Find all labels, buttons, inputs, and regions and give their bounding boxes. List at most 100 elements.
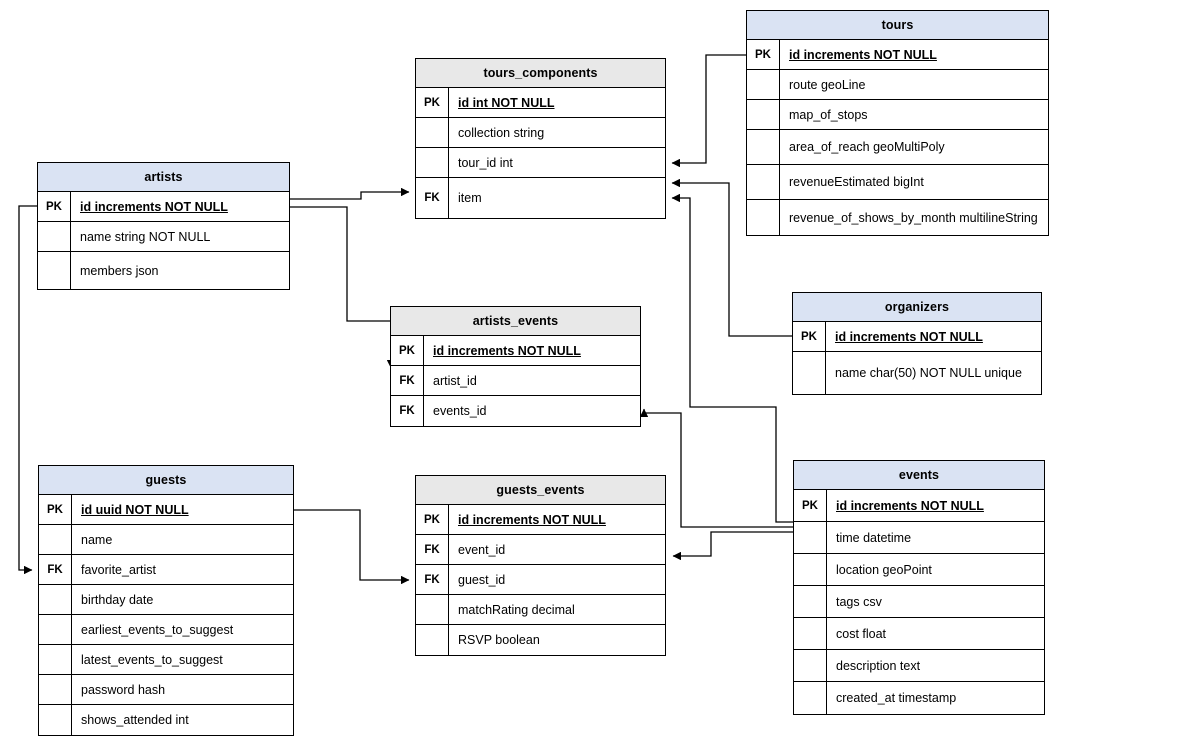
row-field: artist_id: [433, 373, 477, 388]
table-row[interactable]: RSVP boolean: [416, 625, 665, 655]
entity-tours-components[interactable]: tours_components PK id int NOT NULL coll…: [415, 58, 666, 219]
edge-artists-to-guests: [18, 205, 37, 575]
row-key: PK: [38, 192, 71, 221]
table-row[interactable]: collection string: [416, 118, 665, 148]
row-key: [416, 595, 449, 624]
table-row[interactable]: members json: [38, 252, 289, 289]
table-row[interactable]: time datetime: [794, 522, 1044, 554]
table-row[interactable]: latest_events_to_suggest: [39, 645, 293, 675]
table-row[interactable]: FK events_id: [391, 396, 640, 426]
entity-artists-events[interactable]: artists_events PK id increments NOT NULL…: [390, 306, 641, 427]
table-row[interactable]: description text: [794, 650, 1044, 682]
table-row[interactable]: PK id int NOT NULL: [416, 88, 665, 118]
table-row[interactable]: birthday date: [39, 585, 293, 615]
row-key: FK: [391, 396, 424, 426]
row-field: cost float: [836, 626, 887, 641]
row-key: FK: [391, 366, 424, 395]
table-row[interactable]: location geoPoint: [794, 554, 1044, 586]
row-field: map_of_stops: [789, 107, 868, 122]
entity-guests[interactable]: guests PK id uuid NOT NULL name FK favor…: [38, 465, 294, 736]
entity-organizers[interactable]: organizers PK id increments NOT NULL nam…: [792, 292, 1042, 395]
row-key: [39, 675, 72, 704]
entity-title-events: events: [794, 461, 1044, 490]
row-key: [39, 705, 72, 735]
row-field: area_of_reach geoMultiPoly: [789, 140, 945, 154]
table-row[interactable]: created_at timestamp: [794, 682, 1044, 714]
row-key: [794, 522, 827, 553]
edge-artists-to-artists_events: [290, 206, 391, 322]
table-row[interactable]: map_of_stops: [747, 100, 1048, 130]
table-row[interactable]: FK item: [416, 178, 665, 218]
row-field: earliest_events_to_suggest: [81, 622, 234, 637]
table-row[interactable]: FK event_id: [416, 535, 665, 565]
table-row[interactable]: PK id increments NOT NULL: [793, 322, 1041, 352]
row-field: matchRating decimal: [458, 602, 575, 617]
row-key: PK: [416, 88, 449, 117]
row-field: event_id: [458, 542, 506, 557]
table-row[interactable]: FK guest_id: [416, 565, 665, 595]
row-key: FK: [416, 178, 449, 218]
table-row[interactable]: PK id increments NOT NULL: [38, 192, 289, 222]
table-row[interactable]: cost float: [794, 618, 1044, 650]
entity-guests-events[interactable]: guests_events PK id increments NOT NULL …: [415, 475, 666, 656]
row-key: PK: [794, 490, 827, 521]
row-field: tour_id int: [458, 155, 513, 170]
table-row[interactable]: FK artist_id: [391, 366, 640, 396]
table-row[interactable]: name char(50) NOT NULL unique: [793, 352, 1041, 394]
row-key: [747, 70, 780, 99]
row-key: PK: [39, 495, 72, 524]
table-row[interactable]: PK id increments NOT NULL: [416, 505, 665, 535]
entity-title-tours: tours: [747, 11, 1048, 40]
row-field: name: [81, 532, 113, 547]
entity-events[interactable]: events PK id increments NOT NULL time da…: [793, 460, 1045, 715]
row-key: [39, 615, 72, 644]
row-field: created_at timestamp: [836, 691, 957, 705]
table-row[interactable]: earliest_events_to_suggest: [39, 615, 293, 645]
table-row[interactable]: PK id increments NOT NULL: [794, 490, 1044, 522]
row-field: route geoLine: [789, 77, 866, 92]
row-field: id increments NOT NULL: [789, 47, 937, 62]
row-field: id increments NOT NULL: [433, 343, 581, 358]
row-key: [39, 585, 72, 614]
row-field: id increments NOT NULL: [835, 329, 983, 344]
row-key: PK: [416, 505, 449, 534]
table-row[interactable]: FK favorite_artist: [39, 555, 293, 585]
table-row[interactable]: revenue_of_shows_by_month multilineStrin…: [747, 200, 1048, 235]
row-field: item: [458, 191, 482, 205]
edge-events-to-guests_events: [672, 531, 793, 561]
row-field: latest_events_to_suggest: [81, 652, 223, 667]
edge-tours-to-tours_components: [671, 54, 746, 168]
table-row[interactable]: PK id uuid NOT NULL: [39, 495, 293, 525]
row-field: time datetime: [836, 530, 912, 545]
table-row[interactable]: PK id increments NOT NULL: [747, 40, 1048, 70]
table-row[interactable]: shows_attended int: [39, 705, 293, 735]
table-row[interactable]: name string NOT NULL: [38, 222, 289, 252]
table-row[interactable]: password hash: [39, 675, 293, 705]
table-row[interactable]: PK id increments NOT NULL: [391, 336, 640, 366]
row-field: members json: [80, 263, 159, 278]
table-row[interactable]: name: [39, 525, 293, 555]
row-field: revenue_of_shows_by_month multilineStrin…: [789, 210, 1038, 225]
row-field: birthday date: [81, 592, 154, 607]
row-key: PK: [793, 322, 826, 351]
table-row[interactable]: area_of_reach geoMultiPoly: [747, 130, 1048, 165]
edge-guests-to-guests_events: [294, 509, 410, 585]
table-row[interactable]: matchRating decimal: [416, 595, 665, 625]
row-field: RSVP boolean: [458, 633, 540, 647]
row-key: [794, 618, 827, 649]
row-key: [794, 682, 827, 714]
row-key: [39, 645, 72, 674]
row-field: favorite_artist: [81, 562, 157, 577]
table-row[interactable]: route geoLine: [747, 70, 1048, 100]
row-key: [38, 222, 71, 251]
row-field: shows_attended int: [81, 713, 189, 727]
table-row[interactable]: tags csv: [794, 586, 1044, 618]
table-row[interactable]: tour_id int: [416, 148, 665, 178]
table-row[interactable]: revenueEstimated bigInt: [747, 165, 1048, 200]
entity-artists[interactable]: artists PK id increments NOT NULL name s…: [37, 162, 290, 290]
row-field: id increments NOT NULL: [836, 498, 984, 513]
row-key: FK: [39, 555, 72, 584]
entity-tours[interactable]: tours PK id increments NOT NULL route ge…: [746, 10, 1049, 236]
row-field: location geoPoint: [836, 562, 932, 577]
